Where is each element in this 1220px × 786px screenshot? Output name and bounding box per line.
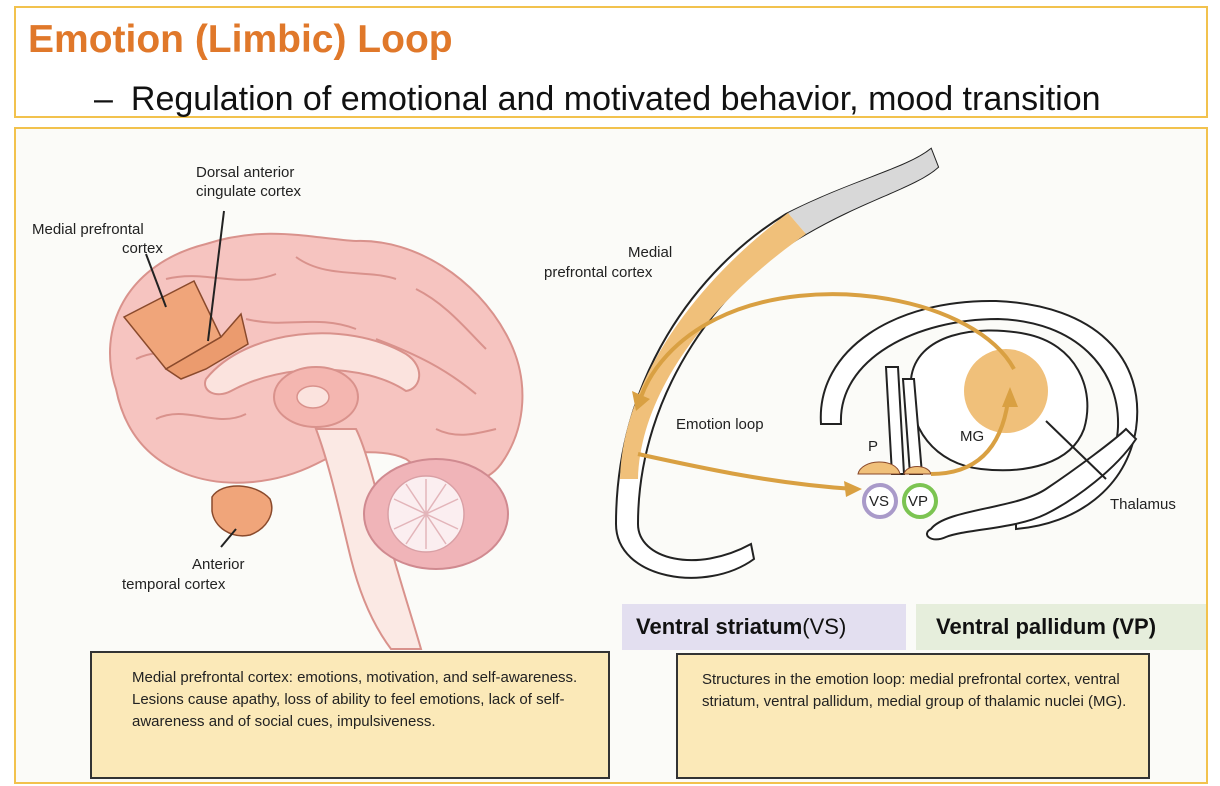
leader-mpfc [145, 253, 167, 308]
cortex-ribbon-gray [788, 149, 938, 234]
loop-schematic: Medial prefrontal cortex Emotion loop P … [544, 147, 1176, 579]
label-atc-1: Anterior [192, 556, 245, 573]
subtitle-text: Regulation of emotional and motivated be… [130, 80, 1101, 118]
label-dacc-2: cingulate cortex [196, 183, 302, 200]
label-mpfc-2: cortex [122, 240, 163, 257]
mg-nucleus [964, 349, 1048, 433]
brain-illustration: Dorsal anterior cingulate cortex Medial … [32, 164, 524, 650]
legend-ventral-striatum: Ventral striatum (VS) [622, 604, 906, 650]
leader-atc [220, 528, 237, 548]
arbor-vitae-branches [393, 479, 459, 549]
label-dacc-1: Dorsal anterior [196, 164, 294, 181]
loop-label-thalamus: Thalamus [1110, 496, 1176, 513]
vp-blob [903, 466, 932, 475]
loop-label-vp: VP [908, 493, 928, 510]
label-atc-2: temporal cortex [122, 576, 226, 593]
legend-vs-abbr: (VS) [802, 614, 847, 639]
loop-label-emotion: Emotion loop [676, 416, 764, 433]
corpus-callosum [204, 332, 421, 396]
slide-subtitle: –Regulation of emotional and motivated b… [94, 80, 1101, 119]
loop-path-cortex-vs [637, 452, 855, 491]
loop-label-mpfc-2: prefrontal cortex [544, 264, 653, 281]
capsule-bar-1 [884, 366, 906, 475]
hook-outline [926, 427, 1138, 541]
slide-title: Emotion (Limbic) Loop [28, 18, 453, 61]
loop-arrowhead-vs [844, 481, 862, 497]
vs-ring [862, 483, 898, 519]
loop-label-mg: MG [960, 428, 984, 445]
loop-path-return [639, 292, 1016, 398]
legend-ventral-pallidum: Ventral pallidum (VP) [916, 604, 1206, 650]
diagram-canvas: Dorsal anterior cingulate cortex Medial … [32, 147, 1176, 650]
striatum-outline [819, 299, 1139, 531]
loop-path-vp-mg [930, 400, 1010, 476]
interthalamic-adhesion [296, 385, 330, 409]
vp-ring [902, 483, 938, 519]
caption-structures: Structures in the emotion loop: medial p… [676, 653, 1150, 779]
loop-arrowhead-mg [1002, 387, 1018, 407]
slide-header: Emotion (Limbic) Loop –Regulation of emo… [14, 6, 1208, 118]
loop-label-p: P [868, 438, 878, 455]
leader-thalamus [1045, 420, 1107, 480]
loop-label-vs: VS [869, 493, 889, 510]
anterior-temporal-cortex-area [211, 485, 273, 537]
bullet-dash: – [94, 80, 113, 118]
dorsal-anterior-cingulate-area [164, 312, 249, 380]
legend-vs-name: Ventral striatum [636, 614, 803, 639]
leader-dacc [207, 210, 225, 342]
caption-mpfc: Medial prefrontal cortex: emotions, moti… [90, 651, 610, 779]
vs-blob [857, 461, 901, 475]
figure-panel: Dorsal anterior cingulate cortex Medial … [14, 127, 1208, 784]
loop-arrowhead-cortex [632, 391, 650, 411]
label-mpfc-1: Medial prefrontal [32, 221, 144, 238]
loop-label-mpfc-1: Medial [628, 244, 672, 261]
